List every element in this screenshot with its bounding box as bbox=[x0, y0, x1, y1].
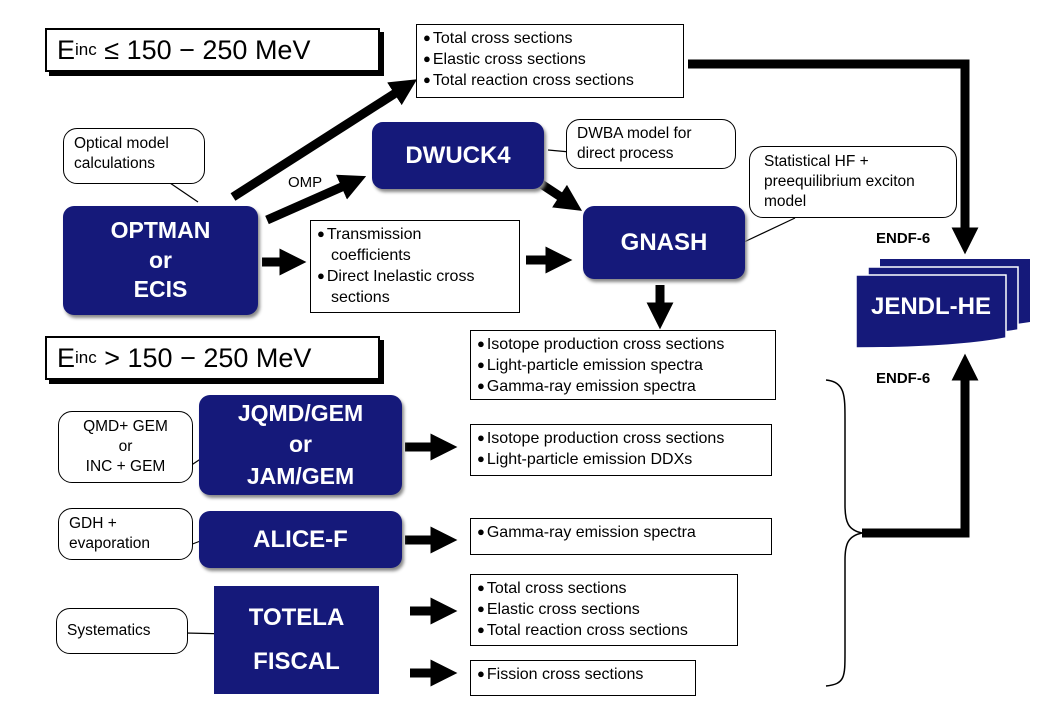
code-or-label: or bbox=[148, 246, 172, 273]
list-item: Total cross sections bbox=[423, 28, 677, 49]
code-optman-label: OPTMAN bbox=[110, 216, 211, 243]
arrow-bottom-to-jendl bbox=[862, 353, 979, 538]
list-item: Total reaction cross sections bbox=[477, 620, 731, 641]
callout-statistical: Statistical HF + preequilibrium exciton … bbox=[749, 146, 957, 218]
output-fiscal: Fission cross sections bbox=[470, 660, 696, 696]
code-gnash: GNASH bbox=[583, 206, 745, 279]
list-item: Elastic cross sections bbox=[423, 49, 677, 70]
code-jqmd-jam: JQMD/GEM or JAM/GEM bbox=[199, 395, 402, 495]
list-item: Total cross sections bbox=[477, 578, 731, 599]
output-gnash: Isotope production cross sections Light-… bbox=[470, 330, 776, 400]
code-jendl-he: JENDL-HE bbox=[856, 282, 1006, 332]
callout-systematics: Systematics bbox=[56, 608, 188, 654]
note-line: Statistical HF + bbox=[764, 153, 869, 170]
callout-dwba: DWBA model for direct process bbox=[566, 119, 736, 169]
code-jam-label: JAM/GEM bbox=[246, 462, 355, 489]
endf-top-label: ENDF-6 bbox=[876, 230, 931, 247]
arrow-top-to-jendl bbox=[688, 59, 979, 255]
code-ecis-label: ECIS bbox=[133, 276, 188, 303]
callout-optical-model: Optical model calculations bbox=[63, 128, 205, 184]
list-item: Fission cross sections bbox=[477, 664, 689, 685]
arrow-optman-to-xs bbox=[230, 79, 418, 201]
callout-tail-statistical bbox=[741, 217, 796, 244]
list-item: Isotope production cross sections bbox=[477, 334, 769, 355]
code-jendl-label: JENDL-HE bbox=[870, 293, 991, 320]
note-line: model bbox=[764, 193, 807, 210]
energy-high-prefix: E bbox=[57, 342, 76, 373]
note-line: GDH + bbox=[69, 515, 117, 532]
list-item: Light-particle emission spectra bbox=[477, 355, 769, 376]
output-jqmd: Isotope production cross sections Light-… bbox=[470, 424, 772, 476]
callout-qmd: QMD+ GEM or INC + GEM bbox=[58, 411, 193, 483]
note-line: Systematics bbox=[67, 622, 151, 639]
note-line: direct process bbox=[577, 145, 674, 162]
output-alice: Gamma-ray emission spectra bbox=[470, 518, 772, 555]
note-line: evaporation bbox=[69, 535, 151, 552]
list-item: Isotope production cross sections bbox=[477, 428, 765, 449]
energy-low-range: ≤ 150 − 250 MeV bbox=[96, 34, 311, 65]
list-item-cont: coefficients bbox=[331, 247, 411, 264]
code-fiscal-label: FISCAL bbox=[253, 648, 340, 676]
output-transmission: Transmission coefficients Direct Inelast… bbox=[310, 220, 520, 313]
list-item: Direct Inelastic cross bbox=[317, 266, 513, 287]
list-item-cont: sections bbox=[331, 289, 390, 306]
code-jqmd-label: JQMD/GEM bbox=[237, 400, 364, 427]
note-line: DWBA model for bbox=[577, 125, 692, 142]
list-item: Total reaction cross sections bbox=[423, 70, 677, 91]
code-gnash-label: GNASH bbox=[620, 228, 708, 256]
callout-gdh: GDH + evaporation bbox=[58, 508, 193, 560]
code-or-label: or bbox=[288, 431, 312, 458]
code-dwuck4-label: DWUCK4 bbox=[405, 141, 511, 169]
omp-label: OMP bbox=[288, 174, 323, 191]
code-alice-label: ALICE-F bbox=[253, 525, 348, 553]
brace bbox=[825, 379, 863, 687]
list-item: Light-particle emission DDXs bbox=[477, 449, 765, 470]
note-line: QMD+ GEM bbox=[83, 418, 168, 435]
output-totela: Total cross sections Elastic cross secti… bbox=[470, 574, 738, 646]
arrow-optman-to-dwuck bbox=[265, 174, 367, 225]
callout-tail-optical bbox=[169, 182, 199, 203]
note-line: Optical model bbox=[74, 135, 169, 152]
code-alice-f: ALICE-F bbox=[199, 511, 402, 568]
endf-bottom-label: ENDF-6 bbox=[876, 370, 931, 387]
jendl-page-front bbox=[855, 274, 1007, 349]
list-item: Transmission bbox=[317, 224, 513, 245]
note-line: preequilibrium exciton bbox=[764, 173, 915, 190]
note-line: calculations bbox=[74, 155, 155, 172]
note-line: or bbox=[118, 438, 133, 455]
energy-high-range: > 150 − 250 MeV bbox=[96, 342, 312, 373]
output-optical-xs: Total cross sections Elastic cross secti… bbox=[416, 24, 684, 98]
list-item: Gamma-ray emission spectra bbox=[477, 522, 765, 543]
code-totela-fiscal: TOTELA FISCAL bbox=[214, 586, 379, 694]
energy-low-prefix: E bbox=[57, 34, 76, 65]
note-line: INC + GEM bbox=[85, 458, 166, 475]
code-totela-label: TOTELA bbox=[248, 604, 345, 632]
code-optman-ecis: OPTMAN or ECIS bbox=[63, 206, 258, 315]
energy-low-sub: inc bbox=[75, 40, 97, 59]
code-dwuck4: DWUCK4 bbox=[372, 122, 544, 189]
list-item: Gamma-ray emission spectra bbox=[477, 376, 769, 397]
list-item: Elastic cross sections bbox=[477, 599, 731, 620]
energy-high-sub: inc bbox=[75, 348, 97, 367]
